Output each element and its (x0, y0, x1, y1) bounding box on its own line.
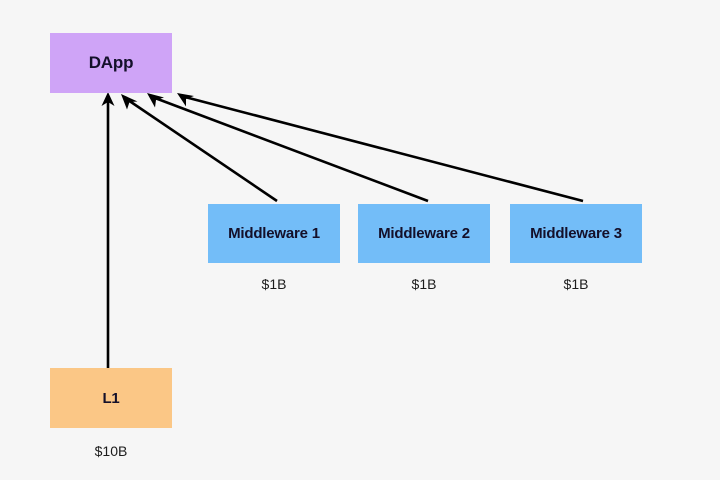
node-dapp[interactable]: DApp (50, 33, 172, 93)
cost-label-middleware-1: $1B (261, 276, 287, 292)
edge-middleware-2-to-dapp (147, 93, 429, 203)
edge-middleware-3-to-dapp (177, 93, 584, 203)
edge-middleware-1-to-dapp (121, 94, 278, 203)
cost-label-middleware-2: $1B (411, 276, 437, 292)
node-dapp-label: DApp (88, 53, 134, 72)
edge-l1-to-dapp (101, 92, 115, 368)
node-middleware-1[interactable]: Middleware 1 (208, 204, 340, 263)
cost-label-l1: $10B (94, 443, 128, 459)
node-middleware-2[interactable]: Middleware 2 (358, 204, 490, 263)
cost-label-middleware-3: $1B (563, 276, 589, 292)
node-l1-label: L1 (102, 389, 120, 407)
node-middleware-2-label: Middleware 2 (378, 225, 470, 242)
node-middleware-3-label: Middleware 3 (530, 225, 622, 242)
node-l1[interactable]: L1 (50, 368, 172, 428)
node-middleware-3[interactable]: Middleware 3 (510, 204, 642, 263)
node-middleware-1-label: Middleware 1 (228, 225, 320, 242)
